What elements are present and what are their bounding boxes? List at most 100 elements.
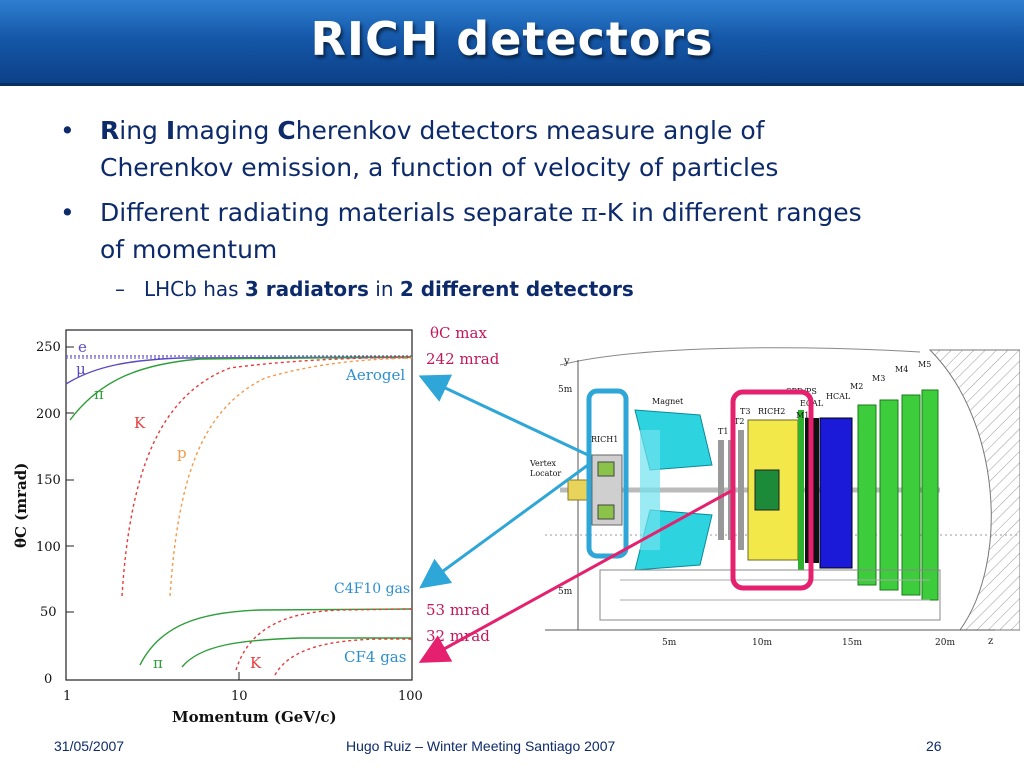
z-tick: 5m bbox=[662, 638, 677, 648]
curve-pi bbox=[69, 356, 413, 421]
c4f10-label: C4F10 gas bbox=[334, 581, 410, 597]
bullet-text: ing bbox=[119, 116, 166, 145]
x-axis: 1 10 100 bbox=[63, 672, 423, 704]
y-tick-label: 0 bbox=[44, 672, 52, 687]
label-ecal: ECAL bbox=[800, 399, 824, 408]
x-tick-label: 100 bbox=[398, 689, 423, 704]
label-t1: T1 bbox=[718, 427, 728, 436]
vertex-locator bbox=[567, 479, 591, 501]
label-p: p bbox=[177, 444, 187, 462]
tracker-t3 bbox=[738, 430, 744, 550]
curve-c4f10-K bbox=[235, 608, 413, 671]
mrad-53-label: 53 mrad bbox=[426, 601, 490, 619]
y-tick-label: 200 bbox=[36, 407, 61, 422]
footer-center: Hugo Ruiz – Winter Meeting Santiago 2007 bbox=[346, 738, 616, 754]
hcal bbox=[819, 417, 853, 569]
plot-annotations: θC max 242 mrad 53 mrad 32 mrad bbox=[426, 324, 500, 645]
bullet-text: Cherenkov emission, a function of veloci… bbox=[100, 153, 779, 182]
y-tick-label: 250 bbox=[36, 340, 61, 355]
bullet-item: • Ring Imaging Cherenkov detectors measu… bbox=[60, 112, 980, 186]
footer-page-number: 26 bbox=[926, 738, 942, 754]
label-e: e bbox=[78, 338, 87, 356]
curve-c4f10-pi bbox=[139, 608, 413, 666]
y-axis-label: θC (mrad) bbox=[12, 463, 30, 548]
curve-p bbox=[169, 357, 413, 597]
curve-cf4-K bbox=[274, 638, 412, 676]
label-low-K: K bbox=[250, 654, 262, 672]
label-m1: M1 bbox=[796, 411, 809, 420]
sub-bullet-dash: – bbox=[115, 277, 125, 301]
z-tick: 10m bbox=[752, 638, 772, 648]
label-magnet: Magnet bbox=[652, 397, 684, 406]
title-bar bbox=[0, 0, 1024, 86]
bullet-text: R bbox=[100, 116, 120, 145]
z-axis-label: z bbox=[988, 636, 993, 647]
label-m3: M3 bbox=[872, 374, 885, 383]
label-spdps: SPD/PS bbox=[786, 387, 817, 396]
z-tick: 20m bbox=[935, 638, 955, 648]
bullet-text: herenkov detectors measure angle of bbox=[295, 116, 765, 145]
tracker-t1 bbox=[718, 440, 724, 540]
muon-m2 bbox=[857, 404, 877, 586]
y-axis-label: y bbox=[563, 356, 570, 367]
label-m5: M5 bbox=[918, 360, 931, 369]
label-mu: μ bbox=[76, 360, 86, 378]
y-axis: 0 50 100 150 200 250 bbox=[36, 340, 74, 687]
y-tick-top: 5m bbox=[558, 385, 573, 395]
lhcb-detector-diagram: y 5m 5m z 5m 10m 15m 20m Vertex Locator … bbox=[529, 347, 1020, 648]
cavern-wall bbox=[928, 349, 1020, 631]
curve-K bbox=[121, 356, 413, 597]
slide-title: RICH detectors bbox=[310, 12, 714, 66]
bullet-item: • Different radiating materials separate… bbox=[60, 194, 980, 268]
x-tick-label: 10 bbox=[231, 689, 248, 704]
curve-cf4-pi bbox=[181, 637, 412, 668]
label-rich2: RICH2 bbox=[758, 407, 785, 416]
label-m2: M2 bbox=[850, 382, 863, 391]
sub-bullet-text: in bbox=[368, 277, 400, 301]
y-tick-label: 150 bbox=[36, 473, 61, 488]
curve-mu bbox=[65, 356, 413, 385]
label-locator: Locator bbox=[530, 469, 561, 478]
x-axis-label: Momentum (GeV/c) bbox=[172, 708, 337, 726]
label-t2: T2 bbox=[734, 417, 744, 426]
z-tick: 15m bbox=[842, 638, 862, 648]
muon-m4 bbox=[901, 394, 921, 596]
sub-bullet-bold: 2 different detectors bbox=[399, 277, 634, 301]
bullet-text: C bbox=[277, 116, 296, 145]
muon-m5 bbox=[921, 389, 939, 601]
label-K: K bbox=[134, 414, 146, 432]
sub-bullet-bold: 3 radiators bbox=[244, 277, 369, 301]
label-vertex: Vertex bbox=[529, 459, 557, 468]
muon-m1 bbox=[798, 410, 804, 570]
bullet-text: I bbox=[165, 116, 176, 145]
muon-m3 bbox=[879, 399, 899, 591]
cf4-label: CF4 gas bbox=[344, 648, 406, 666]
cherenkov-angle-plot: 0 50 100 150 200 250 θC (mrad) 1 10 100 … bbox=[12, 329, 423, 726]
sub-bullet-item: – LHCb has 3 radiators in 2 different de… bbox=[60, 274, 980, 304]
theta-max-label: θC max bbox=[430, 324, 487, 342]
label-m4: M4 bbox=[895, 365, 908, 374]
x-tick-label: 1 bbox=[63, 689, 71, 704]
label-hcal: HCAL bbox=[826, 392, 851, 401]
label-rich1: RICH1 bbox=[591, 435, 618, 444]
bullet-dot: • bbox=[60, 198, 75, 227]
mrad-32-label: 32 mrad bbox=[426, 627, 490, 645]
mrad-242-label: 242 mrad bbox=[426, 350, 500, 368]
label-pi: π bbox=[94, 385, 104, 403]
y-tick-label: 100 bbox=[36, 540, 61, 555]
bullet-dot: • bbox=[60, 116, 75, 145]
pi-symbol: π bbox=[581, 198, 598, 227]
bullet-text: -K in different ranges bbox=[597, 198, 862, 227]
bullet-text: of momentum bbox=[100, 235, 278, 264]
tracker-t2 bbox=[728, 440, 734, 540]
cavern-outline bbox=[559, 347, 921, 366]
bullet-list: • Ring Imaging Cherenkov detectors measu… bbox=[60, 112, 980, 304]
sub-bullet-text: LHCb has bbox=[144, 277, 245, 301]
label-t3: T3 bbox=[740, 407, 750, 416]
aerogel-label: Aerogel bbox=[345, 366, 405, 384]
ecal bbox=[805, 418, 819, 563]
y-tick-bottom: 5m bbox=[558, 587, 573, 597]
y-tick-label: 50 bbox=[40, 605, 57, 620]
label-low-pi: π bbox=[153, 654, 163, 672]
bullet-text: maging bbox=[175, 116, 278, 145]
